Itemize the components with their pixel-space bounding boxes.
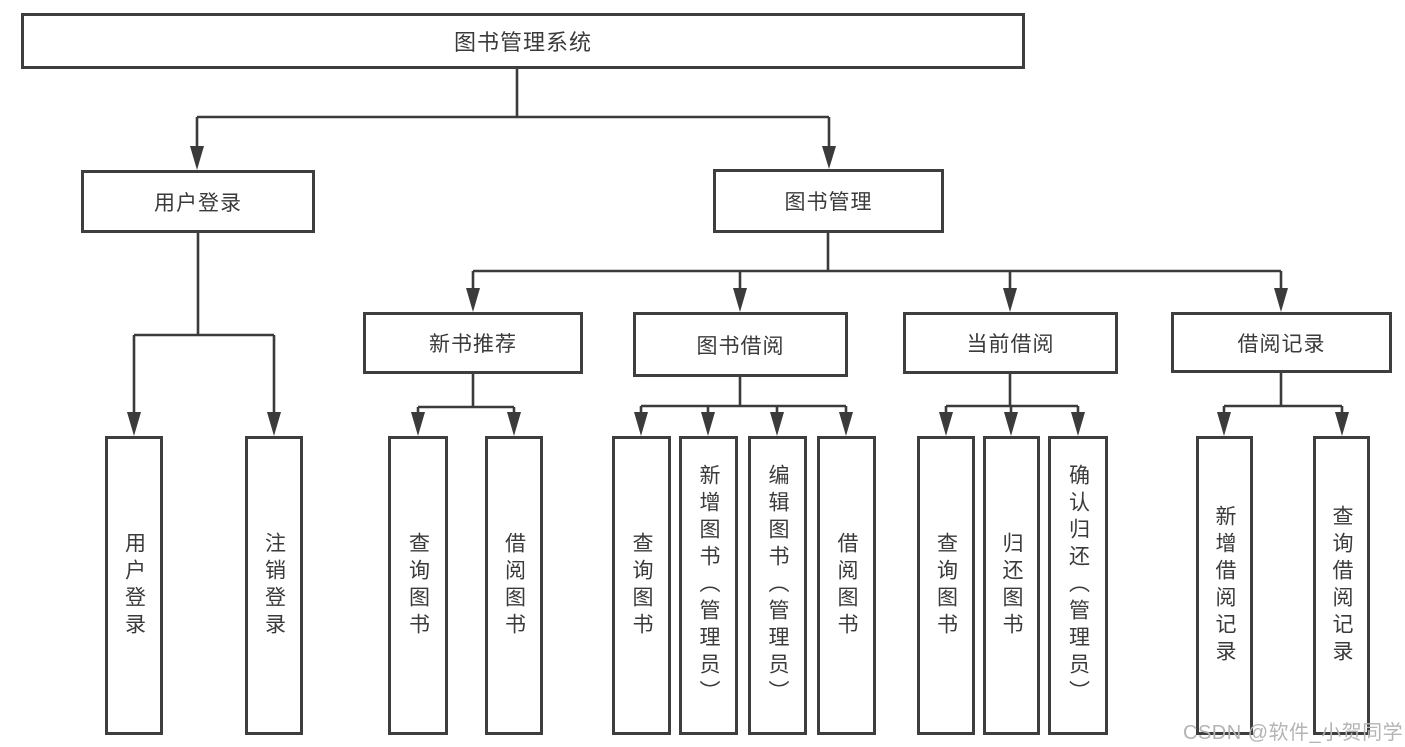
- leaf-query-book-current: 查询图书: [917, 436, 975, 735]
- node-borrow-records-label: 借阅记录: [1237, 332, 1326, 356]
- leaf-borrow-book-borrow: 借阅图书: [817, 436, 876, 735]
- leaf-borrow-book-recommend: 借阅图书: [485, 436, 543, 735]
- leaf-query-book-borrow-label: 查询图书: [630, 531, 653, 640]
- edge-bookmgmt-to-level3: [471, 233, 1283, 293]
- node-new-book-recommend-label: 新书推荐: [429, 333, 517, 356]
- node-root: 图书管理系统: [21, 13, 1025, 69]
- node-current-borrow-label: 当前借阅: [966, 333, 1055, 356]
- edge-borrowrecords-to-leaves: [1222, 373, 1344, 417]
- leaf-query-book-current-label: 查询图书: [934, 531, 958, 640]
- leaf-logout-label: 注销登录: [262, 531, 286, 640]
- edge-currentborrow-to-leaves: [944, 374, 1080, 417]
- leaf-query-borrow-record-label: 查询借阅记录: [1330, 504, 1353, 667]
- leaf-user-login-label: 用户登录: [122, 531, 146, 640]
- node-book-borrow-label: 图书借阅: [696, 334, 785, 358]
- node-new-book-recommend: 新书推荐: [363, 312, 583, 374]
- edge-userlogin-to-leaves: [132, 233, 276, 416]
- leaf-return-book: 归还图书: [983, 436, 1040, 735]
- leaf-add-book-admin-label: 新增图书（管理员）: [697, 464, 720, 707]
- node-user-login-label: 用户登录: [154, 191, 242, 215]
- edge-newbookrec-to-leaves: [416, 374, 516, 417]
- edge-bookborrow-to-leaves: [639, 377, 848, 417]
- leaf-logout: 注销登录: [245, 436, 303, 735]
- leaf-confirm-return-admin: 确认归还（管理员）: [1048, 436, 1108, 735]
- leaf-query-borrow-record: 查询借阅记录: [1313, 436, 1370, 735]
- leaf-edit-book-admin-label: 编辑图书（管理员）: [766, 464, 789, 707]
- leaf-confirm-return-admin-label: 确认归还（管理员）: [1066, 464, 1090, 707]
- leaf-query-book-borrow: 查询图书: [612, 436, 671, 735]
- leaf-add-book-admin: 新增图书（管理员）: [679, 436, 738, 735]
- leaf-user-login: 用户登录: [105, 436, 163, 735]
- node-borrow-records: 借阅记录: [1171, 312, 1392, 373]
- edge-root-to-level2: [195, 69, 831, 150]
- leaf-query-book-recommend: 查询图书: [388, 436, 448, 735]
- node-current-borrow: 当前借阅: [903, 312, 1118, 374]
- node-book-management: 图书管理: [713, 169, 944, 233]
- leaf-add-borrow-record-label: 新增借阅记录: [1213, 504, 1236, 667]
- leaf-return-book-label: 归还图书: [1000, 531, 1023, 640]
- node-book-management-label: 图书管理: [784, 191, 873, 214]
- leaf-add-borrow-record: 新增借阅记录: [1196, 436, 1253, 735]
- node-user-login: 用户登录: [81, 170, 315, 233]
- node-root-label: 图书管理系统: [453, 30, 592, 55]
- leaf-borrow-book-borrow-label: 借阅图书: [835, 531, 858, 640]
- leaf-query-book-recommend-label: 查询图书: [406, 531, 430, 640]
- node-book-borrow: 图书借阅: [633, 312, 848, 377]
- arrowheads: [127, 146, 1349, 436]
- csdn-watermark: CSDN @软件_小贺同学: [1183, 722, 1404, 744]
- leaf-borrow-book-recommend-label: 借阅图书: [502, 531, 526, 640]
- leaf-edit-book-admin: 编辑图书（管理员）: [748, 436, 807, 735]
